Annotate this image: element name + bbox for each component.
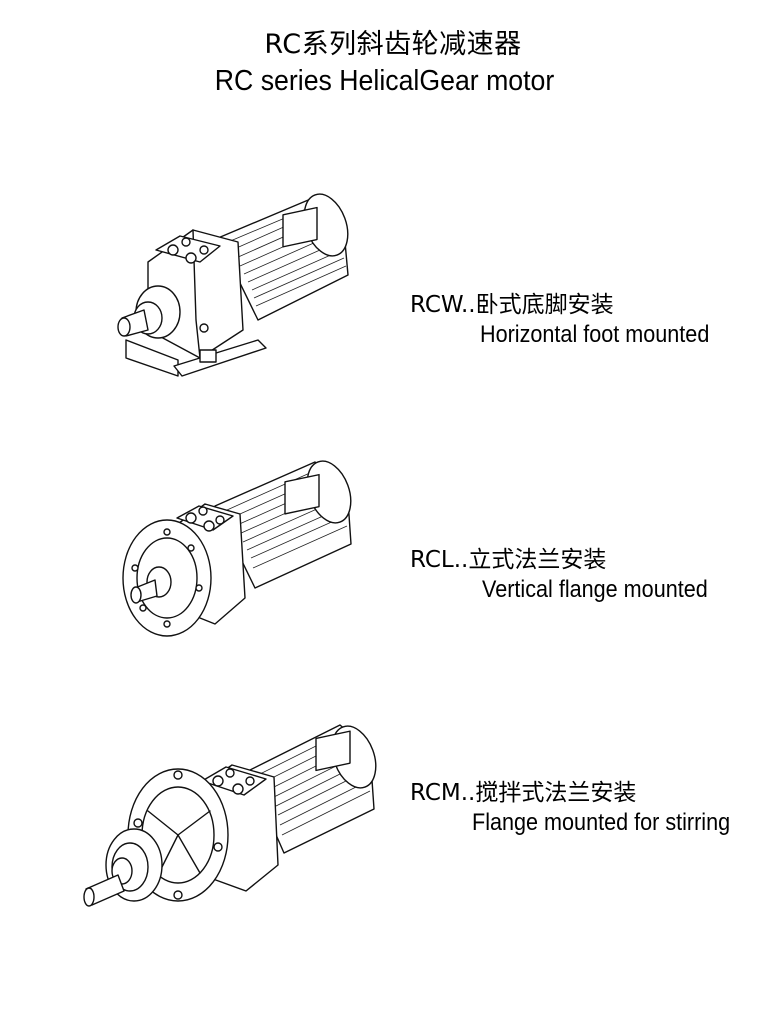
variant-code: RCL..立式法兰安装 <box>410 547 607 573</box>
stirring-flange-gear-motor-drawing <box>78 715 388 930</box>
variant-description: Vertical flange mounted <box>482 576 708 603</box>
motor-body <box>247 724 377 854</box>
variant-label-rcl: RCL..立式法兰安装 Vertical flange mounted <box>410 545 733 605</box>
variant-description: Horizontal foot mounted <box>480 321 710 348</box>
variant-label-rcm: RCM..搅拌式法兰安装 Flange mounted for stirring <box>410 778 759 838</box>
page-title: RC系列斜齿轮减速器 RC series HelicalGear motor <box>0 28 780 98</box>
flange-mounted-gear-motor-drawing <box>115 448 365 648</box>
output-shaft <box>83 828 163 907</box>
variant-code: RCM..搅拌式法兰安装 <box>410 780 637 806</box>
motor-body <box>217 193 349 321</box>
gear-housing <box>117 229 244 359</box>
title-chinese: RC系列斜齿轮减速器 <box>264 29 522 60</box>
foot-mounted-gear-motor-drawing <box>108 180 368 390</box>
variant-description: Flange mounted for stirring <box>472 809 731 836</box>
motor-body <box>214 460 352 589</box>
variant-label-rcw: RCW..卧式底脚安装 Horizontal foot mounted <box>410 290 735 350</box>
title-english: RC series HelicalGear motor <box>215 65 555 97</box>
output-flange <box>122 519 212 637</box>
mounting-foot <box>125 339 267 377</box>
variant-code: RCW..卧式底脚安装 <box>410 292 614 318</box>
